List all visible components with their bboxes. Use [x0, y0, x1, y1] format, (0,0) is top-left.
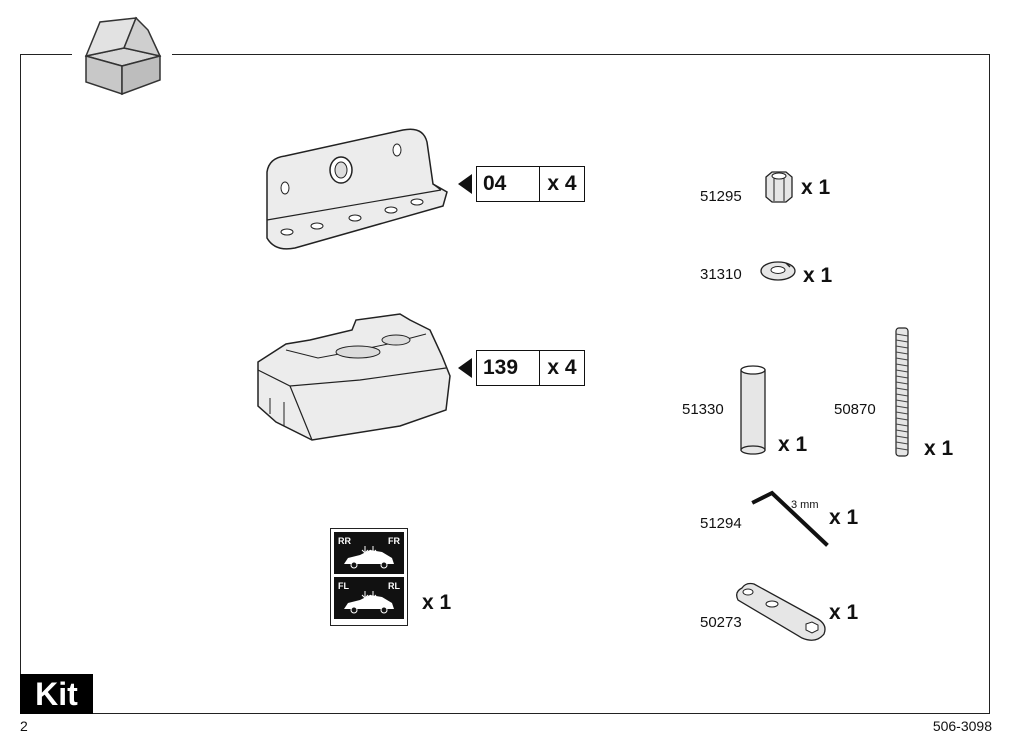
bracket-callout: 04 x 4: [458, 166, 585, 202]
page-frame: [20, 54, 990, 714]
car-icon: [344, 546, 394, 569]
part-number-31310: 31310: [700, 266, 742, 283]
bracket-quantity: x 4: [539, 167, 584, 201]
part-number-51330: 51330: [682, 401, 724, 418]
part-number-50273: 50273: [700, 614, 742, 631]
page-number: 2: [20, 718, 28, 734]
hex-nut-icon: [765, 171, 793, 203]
sticker-label-rr: RR: [338, 536, 351, 546]
sticker-label-fr: FR: [388, 536, 400, 546]
foot-pad-quantity: x 4: [539, 351, 584, 385]
spring-washer-icon: [760, 261, 796, 281]
part-quantity-50273: x 1: [829, 601, 859, 624]
threaded-rod-icon: [895, 327, 909, 457]
position-sticker-sheet: RR FR FL RL: [330, 528, 408, 626]
part-quantity-51295: x 1: [801, 176, 831, 199]
bracket-code: 04: [483, 172, 507, 195]
foot-pad-code: 139: [483, 356, 519, 379]
foot-pad-drawing: [257, 313, 451, 441]
mounting-bracket-drawing: [266, 128, 448, 250]
part-quantity-51330: x 1: [778, 433, 808, 456]
sticker-label-fl: FL: [338, 581, 349, 591]
sticker-bottom: FL RL: [334, 577, 404, 619]
callout-arrow-icon: [458, 174, 472, 194]
kit-section-label: Kit: [20, 674, 93, 714]
car-icon: [344, 591, 394, 614]
part-number-51294: 51294: [700, 515, 742, 532]
sticker-quantity: x 1: [422, 591, 452, 614]
foot-pad-callout: 139 x 4: [458, 350, 585, 386]
sticker-label-rl: RL: [388, 581, 400, 591]
allen-key-icon: [751, 490, 829, 547]
open-box-icon: [84, 16, 162, 96]
part-quantity-31310: x 1: [803, 264, 833, 287]
part-quantity-51294: x 1: [829, 506, 859, 529]
part-number-51295: 51295: [700, 188, 742, 205]
part-number-50870: 50870: [834, 401, 876, 418]
document-code: 506-3098: [932, 718, 992, 734]
spacer-tube-icon: [740, 365, 766, 455]
wrench-plate-icon: [736, 582, 826, 641]
sticker-top: RR FR: [334, 532, 404, 574]
part-quantity-50870: x 1: [924, 437, 954, 460]
callout-arrow-icon: [458, 358, 472, 378]
allen-key-size-note: 3 mm: [791, 499, 819, 511]
